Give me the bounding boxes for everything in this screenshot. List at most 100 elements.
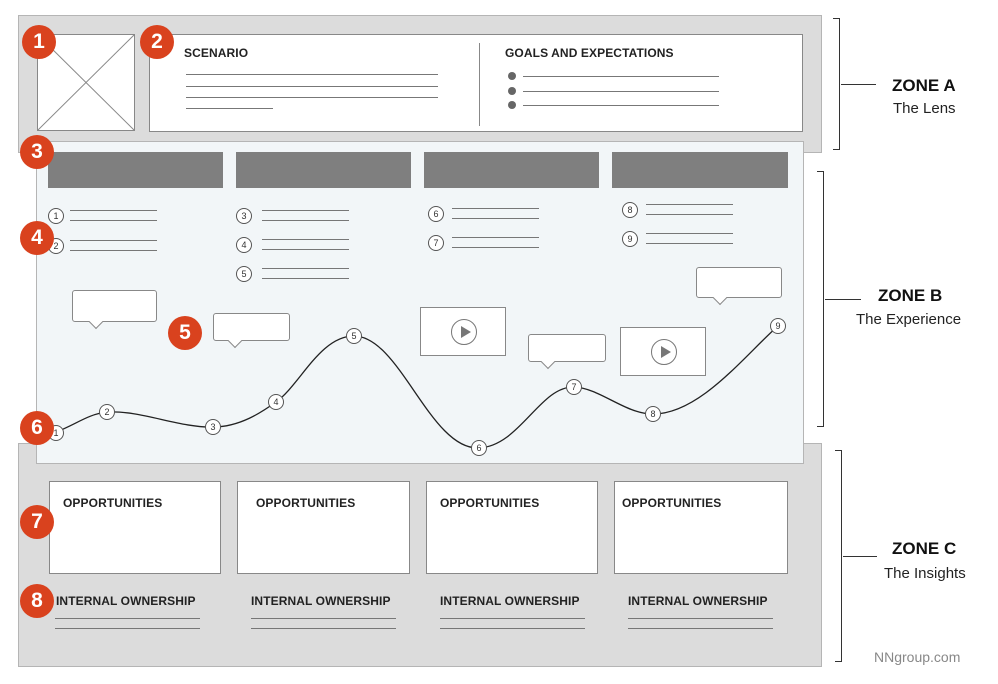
text-line: [646, 204, 733, 205]
curve-point: 6: [471, 440, 487, 456]
ownership-label: INTERNAL OWNERSHIP: [628, 594, 768, 608]
ownership-label: INTERNAL OWNERSHIP: [56, 594, 196, 608]
callout-badge-3: 3: [20, 135, 54, 169]
ownership-label: INTERNAL OWNERSHIP: [440, 594, 580, 608]
text-line: [251, 618, 396, 619]
video-placeholder: [620, 327, 706, 376]
thought-bubble: [696, 267, 782, 306]
phase-bar: [48, 152, 223, 188]
callout-badge-7: 7: [20, 505, 54, 539]
curve-line: [55, 325, 779, 449]
text-line: [523, 76, 719, 77]
text-line: [452, 208, 539, 209]
opportunities-box: OPPORTUNITIES: [49, 481, 221, 574]
zone-c-subtitle: The Insights: [884, 565, 966, 582]
step-number: 7: [428, 235, 444, 251]
opportunities-label: OPPORTUNITIES: [63, 496, 163, 510]
scenario-goals-box: [149, 34, 803, 132]
phase-bar: [236, 152, 411, 188]
text-line: [440, 628, 585, 629]
callout-badge-2: 2: [140, 25, 174, 59]
text-line: [262, 249, 349, 250]
zone-a-title: ZONE A: [892, 76, 956, 95]
text-line: [262, 239, 349, 240]
divider: [479, 43, 480, 126]
text-line: [628, 618, 773, 619]
callout-badge-1: 1: [22, 25, 56, 59]
text-line: [251, 628, 396, 629]
step-number: 6: [428, 206, 444, 222]
zone-b-bracket: [817, 171, 824, 427]
opportunities-label: OPPORTUNITIES: [256, 496, 356, 510]
text-line: [523, 91, 719, 92]
text-line: [646, 243, 733, 244]
scenario-label: SCENARIO: [184, 46, 249, 60]
zone-b-connector: [825, 299, 861, 300]
text-line: [646, 233, 733, 234]
zone-a-subtitle: The Lens: [893, 100, 956, 117]
text-line: [186, 86, 438, 87]
text-line: [55, 628, 200, 629]
bullet-icon: [508, 87, 516, 95]
phase-bar: [612, 152, 788, 188]
step-number: 3: [236, 208, 252, 224]
text-line: [186, 97, 438, 98]
text-line: [440, 618, 585, 619]
text-line: [523, 105, 719, 106]
step-number: 5: [236, 266, 252, 282]
text-line: [452, 237, 539, 238]
text-line: [70, 240, 157, 241]
text-line: [262, 220, 349, 221]
text-line: [55, 618, 200, 619]
opportunities-box: OPPORTUNITIES: [237, 481, 410, 574]
text-line: [262, 278, 349, 279]
bullet-icon: [508, 72, 516, 80]
curve-point: 7: [566, 379, 582, 395]
thought-bubble: [528, 334, 606, 370]
curve-point: 9: [770, 318, 786, 334]
text-line: [70, 210, 157, 211]
opportunities-box: OPPORTUNITIES: [426, 481, 598, 574]
text-line: [628, 628, 773, 629]
thought-bubble: [213, 313, 290, 349]
opportunities-box: OPPORTUNITIES: [614, 481, 788, 574]
thought-bubble: [72, 290, 157, 330]
text-line: [186, 108, 273, 109]
zone-a-bracket: [833, 18, 840, 150]
text-line: [70, 250, 157, 251]
step-number: 4: [236, 237, 252, 253]
text-line: [262, 268, 349, 269]
opportunities-label: OPPORTUNITIES: [440, 496, 540, 510]
callout-badge-5: 5: [168, 316, 202, 350]
curve-point: 2: [99, 404, 115, 420]
curve-point: 3: [205, 419, 221, 435]
curve-point: 8: [645, 406, 661, 422]
play-icon: [451, 319, 477, 345]
zone-c-bracket: [835, 450, 842, 662]
opportunities-label: OPPORTUNITIES: [622, 496, 722, 510]
zone-c-connector: [843, 556, 877, 557]
step-number: 1: [48, 208, 64, 224]
zone-b-title: ZONE B: [878, 286, 943, 305]
image-placeholder-icon: [38, 35, 134, 130]
text-line: [452, 247, 539, 248]
text-line: [70, 220, 157, 221]
curve-point: 4: [268, 394, 284, 410]
play-icon: [651, 339, 677, 365]
phase-bar: [424, 152, 599, 188]
bullet-icon: [508, 101, 516, 109]
zone-a-connector: [841, 84, 876, 85]
step-number: 8: [622, 202, 638, 218]
text-line: [452, 218, 539, 219]
text-line: [186, 74, 438, 75]
zone-b-subtitle: The Experience: [856, 311, 962, 328]
callout-badge-4: 4: [20, 221, 54, 255]
video-placeholder: [420, 307, 506, 356]
callout-badge-8: 8: [20, 584, 54, 618]
curve-point: 5: [346, 328, 362, 344]
brand-text: NNgroup.com: [874, 649, 961, 665]
text-line: [262, 210, 349, 211]
goals-label: GOALS AND EXPECTATIONS: [505, 46, 674, 60]
text-line: [646, 214, 733, 215]
